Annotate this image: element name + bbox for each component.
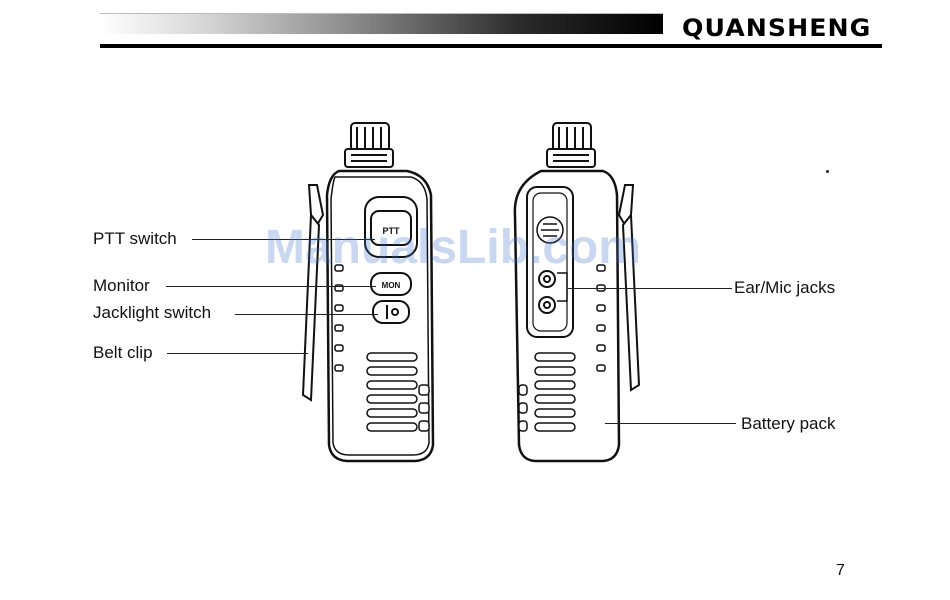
header-rule bbox=[100, 44, 882, 48]
antenna-knob-right bbox=[547, 123, 595, 167]
label-battery-pack: Battery pack bbox=[741, 414, 836, 434]
header-gradient-bar bbox=[100, 14, 663, 34]
watermark: ManualsLib.com bbox=[265, 218, 705, 278]
page-number: 7 bbox=[836, 562, 845, 580]
radio-right-side-illustration bbox=[505, 115, 655, 465]
leader-belt-clip bbox=[167, 353, 308, 354]
label-jacklight-switch: Jacklight switch bbox=[93, 303, 211, 323]
label-monitor: Monitor bbox=[93, 276, 150, 296]
leader-battery-pack bbox=[605, 423, 736, 424]
label-belt-clip: Belt clip bbox=[93, 343, 153, 363]
leader-ear-mic-jacks bbox=[568, 288, 732, 289]
stray-dot bbox=[826, 170, 829, 173]
label-ptt-switch: PTT switch bbox=[93, 229, 177, 249]
label-ear-mic-jacks: Ear/Mic jacks bbox=[734, 278, 835, 298]
leader-monitor bbox=[166, 286, 376, 287]
radio-left-side-illustration: PTT MON bbox=[295, 115, 445, 465]
mon-button-text: MON bbox=[382, 281, 401, 290]
antenna-knob-left bbox=[345, 123, 393, 167]
leader-jacklight-switch bbox=[235, 314, 378, 315]
jacklight-switch bbox=[373, 301, 409, 323]
brand-logo: QUANSHENG bbox=[682, 14, 863, 42]
